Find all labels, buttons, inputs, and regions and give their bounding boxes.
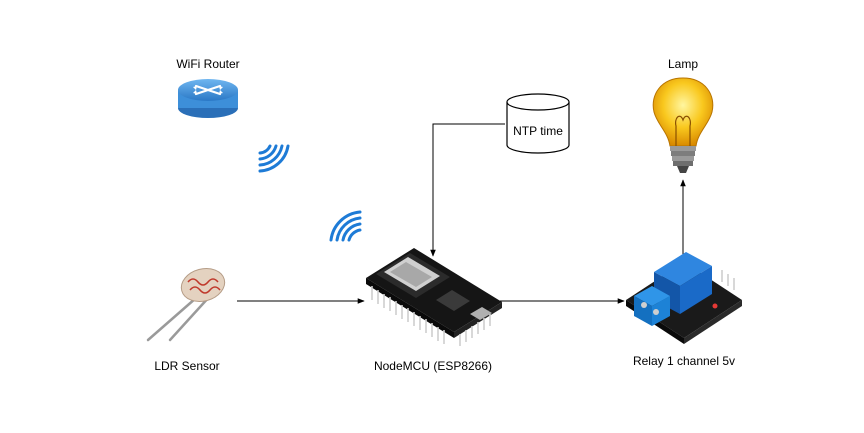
photoresistor-icon — [146, 268, 226, 342]
label-ldr-sensor: LDR Sensor — [154, 359, 220, 373]
wifi-signal-icon — [258, 144, 290, 173]
relay-module-icon — [626, 252, 742, 344]
label-nodemcu: NodeMCU (ESP8266) — [373, 359, 493, 373]
edge-ntp-to-nodemcu — [430, 123, 505, 257]
database-icon — [506, 93, 570, 154]
light-bulb-icon — [652, 77, 714, 173]
wifi-signal-icon — [329, 210, 362, 242]
label-relay: Relay 1 channel 5v — [632, 354, 736, 368]
label-lamp: Lamp — [667, 57, 699, 71]
connectors — [237, 123, 686, 304]
label-wifi-router: WiFi Router — [176, 57, 240, 71]
router-icon — [178, 79, 238, 118]
label-ntp-time: NTP time — [513, 124, 563, 138]
microcontroller-board-icon — [366, 248, 502, 346]
